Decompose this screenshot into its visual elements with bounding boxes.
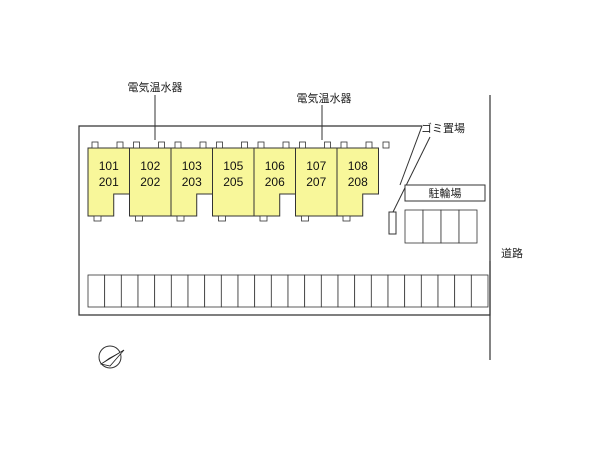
water-heater-unit	[116, 141, 124, 149]
garbage-area	[388, 211, 397, 235]
unit-outdoor-box	[218, 215, 226, 222]
bicycle-bay	[440, 209, 460, 244]
unit-number-bottom: 201	[99, 175, 119, 189]
bicycle-parking-sign	[404, 184, 486, 202]
parking-space	[120, 274, 139, 308]
parking-space	[337, 274, 356, 308]
water-heater-unit	[365, 141, 373, 149]
unit-number-top: 102	[140, 159, 160, 173]
apartment-building: 101 201 102 202 103 203 105 205 106 206 107 207 108 2…	[87, 141, 390, 222]
parking-space	[320, 274, 339, 308]
bicycle-bay	[404, 209, 424, 244]
water-heater-unit	[324, 141, 331, 149]
parking-space	[104, 274, 122, 308]
water-heater-unit	[282, 141, 290, 149]
parking-space	[370, 274, 389, 308]
unit-number-top: 105	[223, 159, 243, 173]
water-heater-unit	[174, 141, 182, 149]
parking-space	[420, 274, 439, 308]
unit-number-bottom: 203	[182, 175, 202, 189]
water-heater-unit	[199, 141, 207, 149]
garbage-area-leader	[392, 136, 431, 213]
water-heater-unit	[382, 141, 390, 149]
parking-space	[437, 274, 456, 308]
parking-space	[237, 274, 256, 308]
north-arrow-icon	[98, 345, 125, 369]
water-heater-unit	[133, 141, 140, 149]
unit-number-bottom: 207	[306, 175, 326, 189]
parking-space	[270, 274, 289, 308]
unit-number-bottom: 202	[140, 175, 160, 189]
parking-space	[454, 274, 472, 308]
unit-outdoor-box	[135, 215, 143, 222]
water-heater-unit	[158, 141, 165, 149]
unit-outdoor-box	[342, 215, 351, 222]
parking-space	[387, 274, 406, 308]
parking-space	[154, 274, 172, 308]
water-heater-right-label: 電気温水器	[297, 91, 352, 105]
bicycle-bays	[404, 209, 478, 244]
bicycle-bay	[422, 209, 442, 244]
unit-outdoor-box	[176, 215, 185, 222]
unit-number-top: 107	[306, 159, 326, 173]
boundary-diagonal	[399, 125, 423, 186]
unit-outdoor-box	[93, 215, 102, 222]
parking-space	[304, 274, 322, 308]
parking-space	[204, 274, 222, 308]
water-heater-left-label: 電気温水器	[128, 80, 183, 94]
bicycle-bay	[458, 209, 478, 244]
unit-outdoor-box	[301, 215, 309, 222]
parking-space	[287, 274, 306, 308]
unit-number-top: 108	[348, 159, 368, 173]
water-heater-unit	[299, 141, 306, 149]
parking-space	[254, 274, 272, 308]
parking-space	[404, 274, 422, 308]
bicycle-parking-label: 駐輪場	[429, 186, 462, 200]
parking-space	[470, 274, 489, 308]
unit-number-bottom: 206	[265, 175, 285, 189]
unit-number-bottom: 208	[348, 175, 368, 189]
water-heater-unit	[241, 141, 248, 149]
parking-space	[220, 274, 239, 308]
water-heater-unit	[340, 141, 348, 149]
unit-number-top: 103	[182, 159, 202, 173]
road-label: 道路	[501, 246, 523, 260]
water-heater-unit	[216, 141, 223, 149]
parking-space	[87, 274, 106, 308]
water-heater-unit	[257, 141, 265, 149]
unit-outdoor-box	[259, 215, 268, 222]
parking-space	[170, 274, 189, 308]
parking-space	[187, 274, 206, 308]
parking-space	[137, 274, 156, 308]
apartment-unit	[336, 147, 379, 217]
unit-number-bottom: 205	[223, 175, 243, 189]
unit-number-top: 101	[99, 159, 119, 173]
parking-row	[87, 274, 489, 308]
unit-number-top: 106	[265, 159, 285, 173]
parking-space	[354, 274, 372, 308]
water-heater-unit	[91, 141, 99, 149]
garbage-area-label: ゴミ置場	[421, 121, 465, 135]
